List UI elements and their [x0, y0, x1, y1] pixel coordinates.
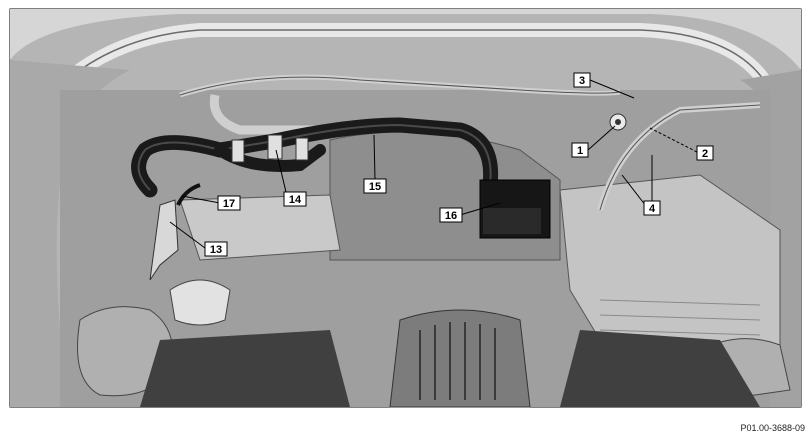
sensor-13-body	[149, 199, 179, 281]
air-filter-ribs	[599, 299, 761, 336]
fuel-line-upper-edge	[179, 76, 621, 96]
front-cover-right	[560, 330, 760, 407]
leader-lines	[169, 79, 698, 249]
reservoir-cap	[169, 279, 231, 326]
callout-14-label: 14	[289, 194, 302, 206]
callout-3: 3	[573, 72, 591, 88]
leader-line-15	[373, 134, 376, 181]
leader-line-4a	[621, 174, 647, 207]
leader-line-14	[275, 149, 287, 193]
leader-line-16	[459, 202, 501, 216]
callout-14: 14	[283, 191, 307, 207]
callout-16-label: 16	[445, 210, 457, 222]
vacuum-line-right-edge	[599, 104, 761, 211]
callout-1-label: 1	[577, 145, 583, 157]
leader-line-1	[587, 125, 616, 151]
callout-15-label: 15	[369, 181, 381, 193]
fan-unit	[389, 309, 531, 408]
front-cover-left	[140, 330, 350, 407]
control-unit-connector	[483, 208, 541, 234]
clamp-14c	[295, 137, 309, 161]
clamp-14	[267, 134, 283, 160]
callout-17: 17	[217, 195, 241, 211]
callout-13-label: 13	[210, 244, 222, 256]
callout-4-label: 4	[649, 203, 656, 215]
fender-left	[10, 60, 130, 407]
black-hose-highlight	[137, 123, 492, 191]
fan-blades	[419, 322, 496, 400]
callout-2: 2	[696, 145, 714, 161]
leader-line-3	[589, 79, 635, 99]
callout-17-label: 17	[223, 198, 235, 210]
leader-line-2	[649, 127, 698, 153]
figure-reference-code: P01.00-3688-09	[740, 423, 805, 433]
leader-line-13	[169, 221, 206, 249]
battery-area-left	[179, 194, 341, 261]
line-17	[176, 183, 201, 206]
callout-3-label: 3	[579, 75, 585, 87]
valve-1-core	[615, 119, 621, 125]
hood-frame-outer	[10, 9, 801, 70]
callout-4: 4	[643, 200, 661, 216]
callout-2-label: 2	[702, 148, 708, 160]
black-hose-branch	[214, 144, 326, 172]
clamp-14b	[231, 139, 245, 163]
callout-15: 15	[363, 178, 387, 194]
callout-16: 16	[439, 207, 463, 223]
coolant-hose	[209, 94, 320, 135]
leader-line-17	[181, 195, 221, 204]
callout-13: 13	[204, 241, 228, 257]
callout-1: 1	[571, 142, 589, 158]
